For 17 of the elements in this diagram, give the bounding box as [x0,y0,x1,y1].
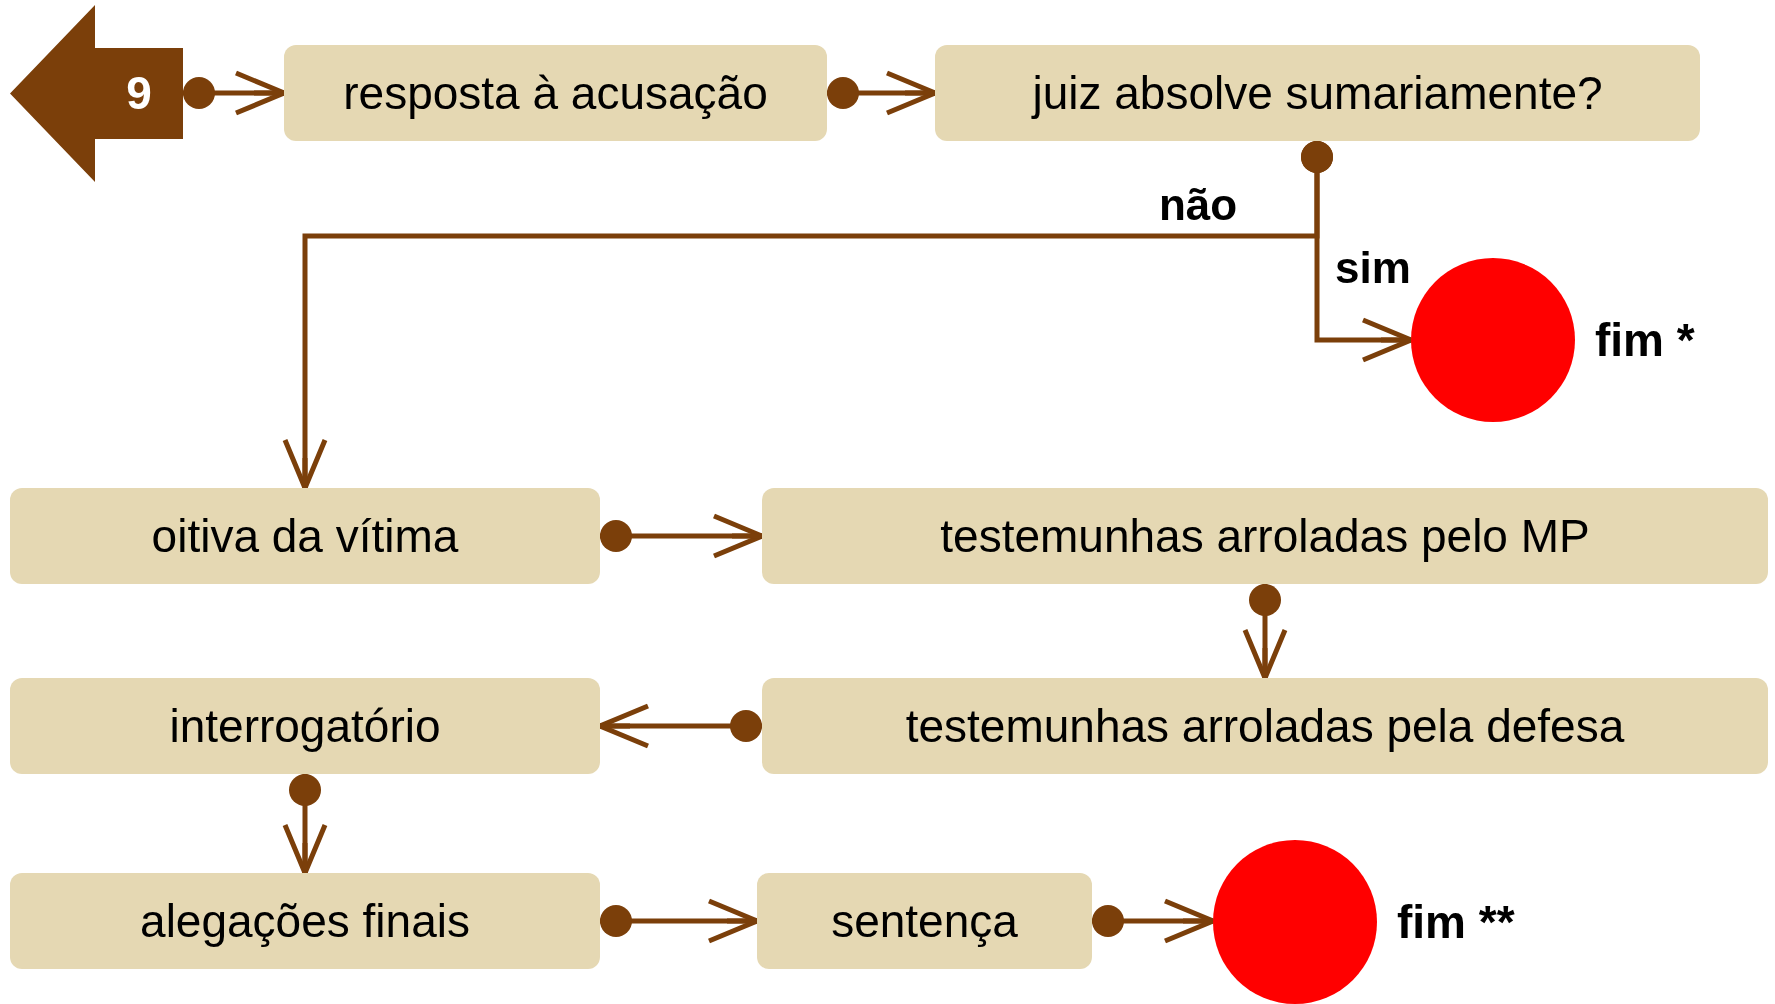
process-box [284,45,827,141]
arrow [1242,584,1288,681]
end-label: fim ** [1397,894,1515,950]
process-box [762,678,1768,774]
step-number: 9 [126,66,152,121]
process-box [10,488,600,584]
end-label: fim * [1595,312,1695,368]
process-box [935,45,1700,141]
process-box [10,678,600,774]
back-arrow-shape [10,5,183,182]
arrow [282,774,328,876]
edge-label: não [1158,183,1238,227]
process-box [10,873,600,969]
process-box [762,488,1768,584]
process-box [757,873,1092,969]
process-text: oitiva da vítima [151,513,459,559]
edge-label: sim [1335,246,1411,290]
